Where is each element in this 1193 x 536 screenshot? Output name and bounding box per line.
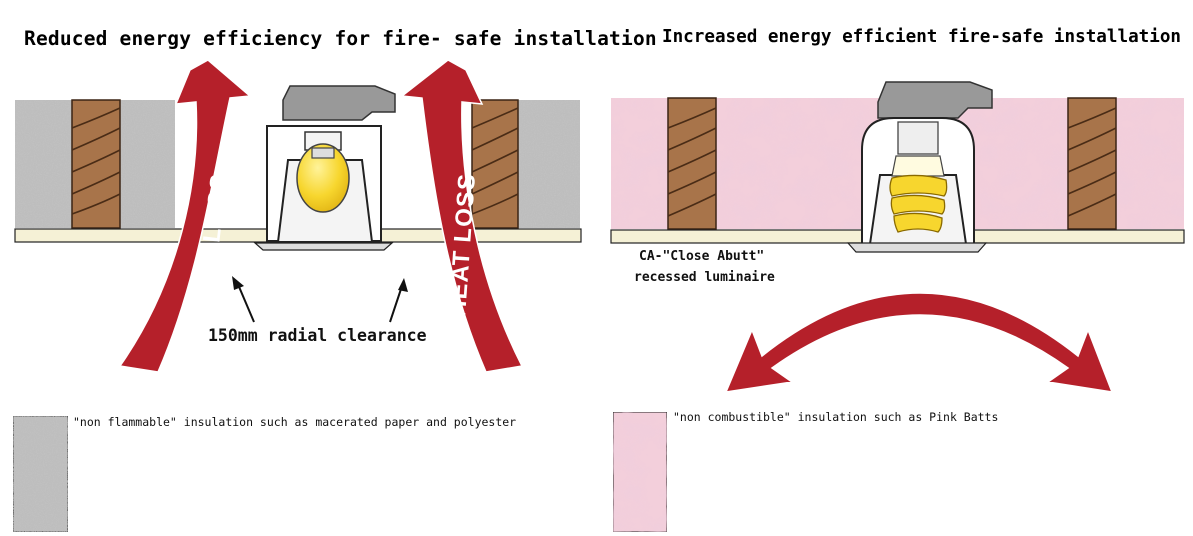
timber-joist-right-panel-right: [1067, 97, 1117, 230]
heat-loss-arrow-left: [118, 59, 252, 373]
timber-joist-right-panel-left: [667, 97, 717, 230]
legend-swatch-grey: [12, 415, 69, 533]
legend-text-pink: "non combustible" insulation such as Pin…: [673, 410, 999, 424]
clearance-pointer-right: [389, 278, 408, 323]
luminaire-right: [846, 81, 993, 253]
clearance-pointer-left: [232, 276, 255, 323]
ca-caption-line1: CA-"Close Abutt": [639, 249, 765, 264]
legend-swatch-pink: [612, 411, 668, 533]
clearance-caption: 150mm radial clearance: [208, 326, 427, 345]
title-right: Increased energy efficient fire-safe ins…: [662, 27, 1182, 47]
heat-retained-arrow: [724, 292, 1114, 393]
heat-loss-arrow-right: [400, 59, 524, 373]
ca-caption-line2: recessed luminaire: [634, 270, 775, 285]
title-left: Reduced energy efficiency for fire- safe…: [24, 27, 657, 50]
legend-text-grey: "non flammable" insulation such as macer…: [73, 415, 517, 429]
luminaire-left: [253, 85, 396, 251]
timber-joist-left: [71, 99, 121, 229]
timber-joist-right: [471, 99, 519, 229]
